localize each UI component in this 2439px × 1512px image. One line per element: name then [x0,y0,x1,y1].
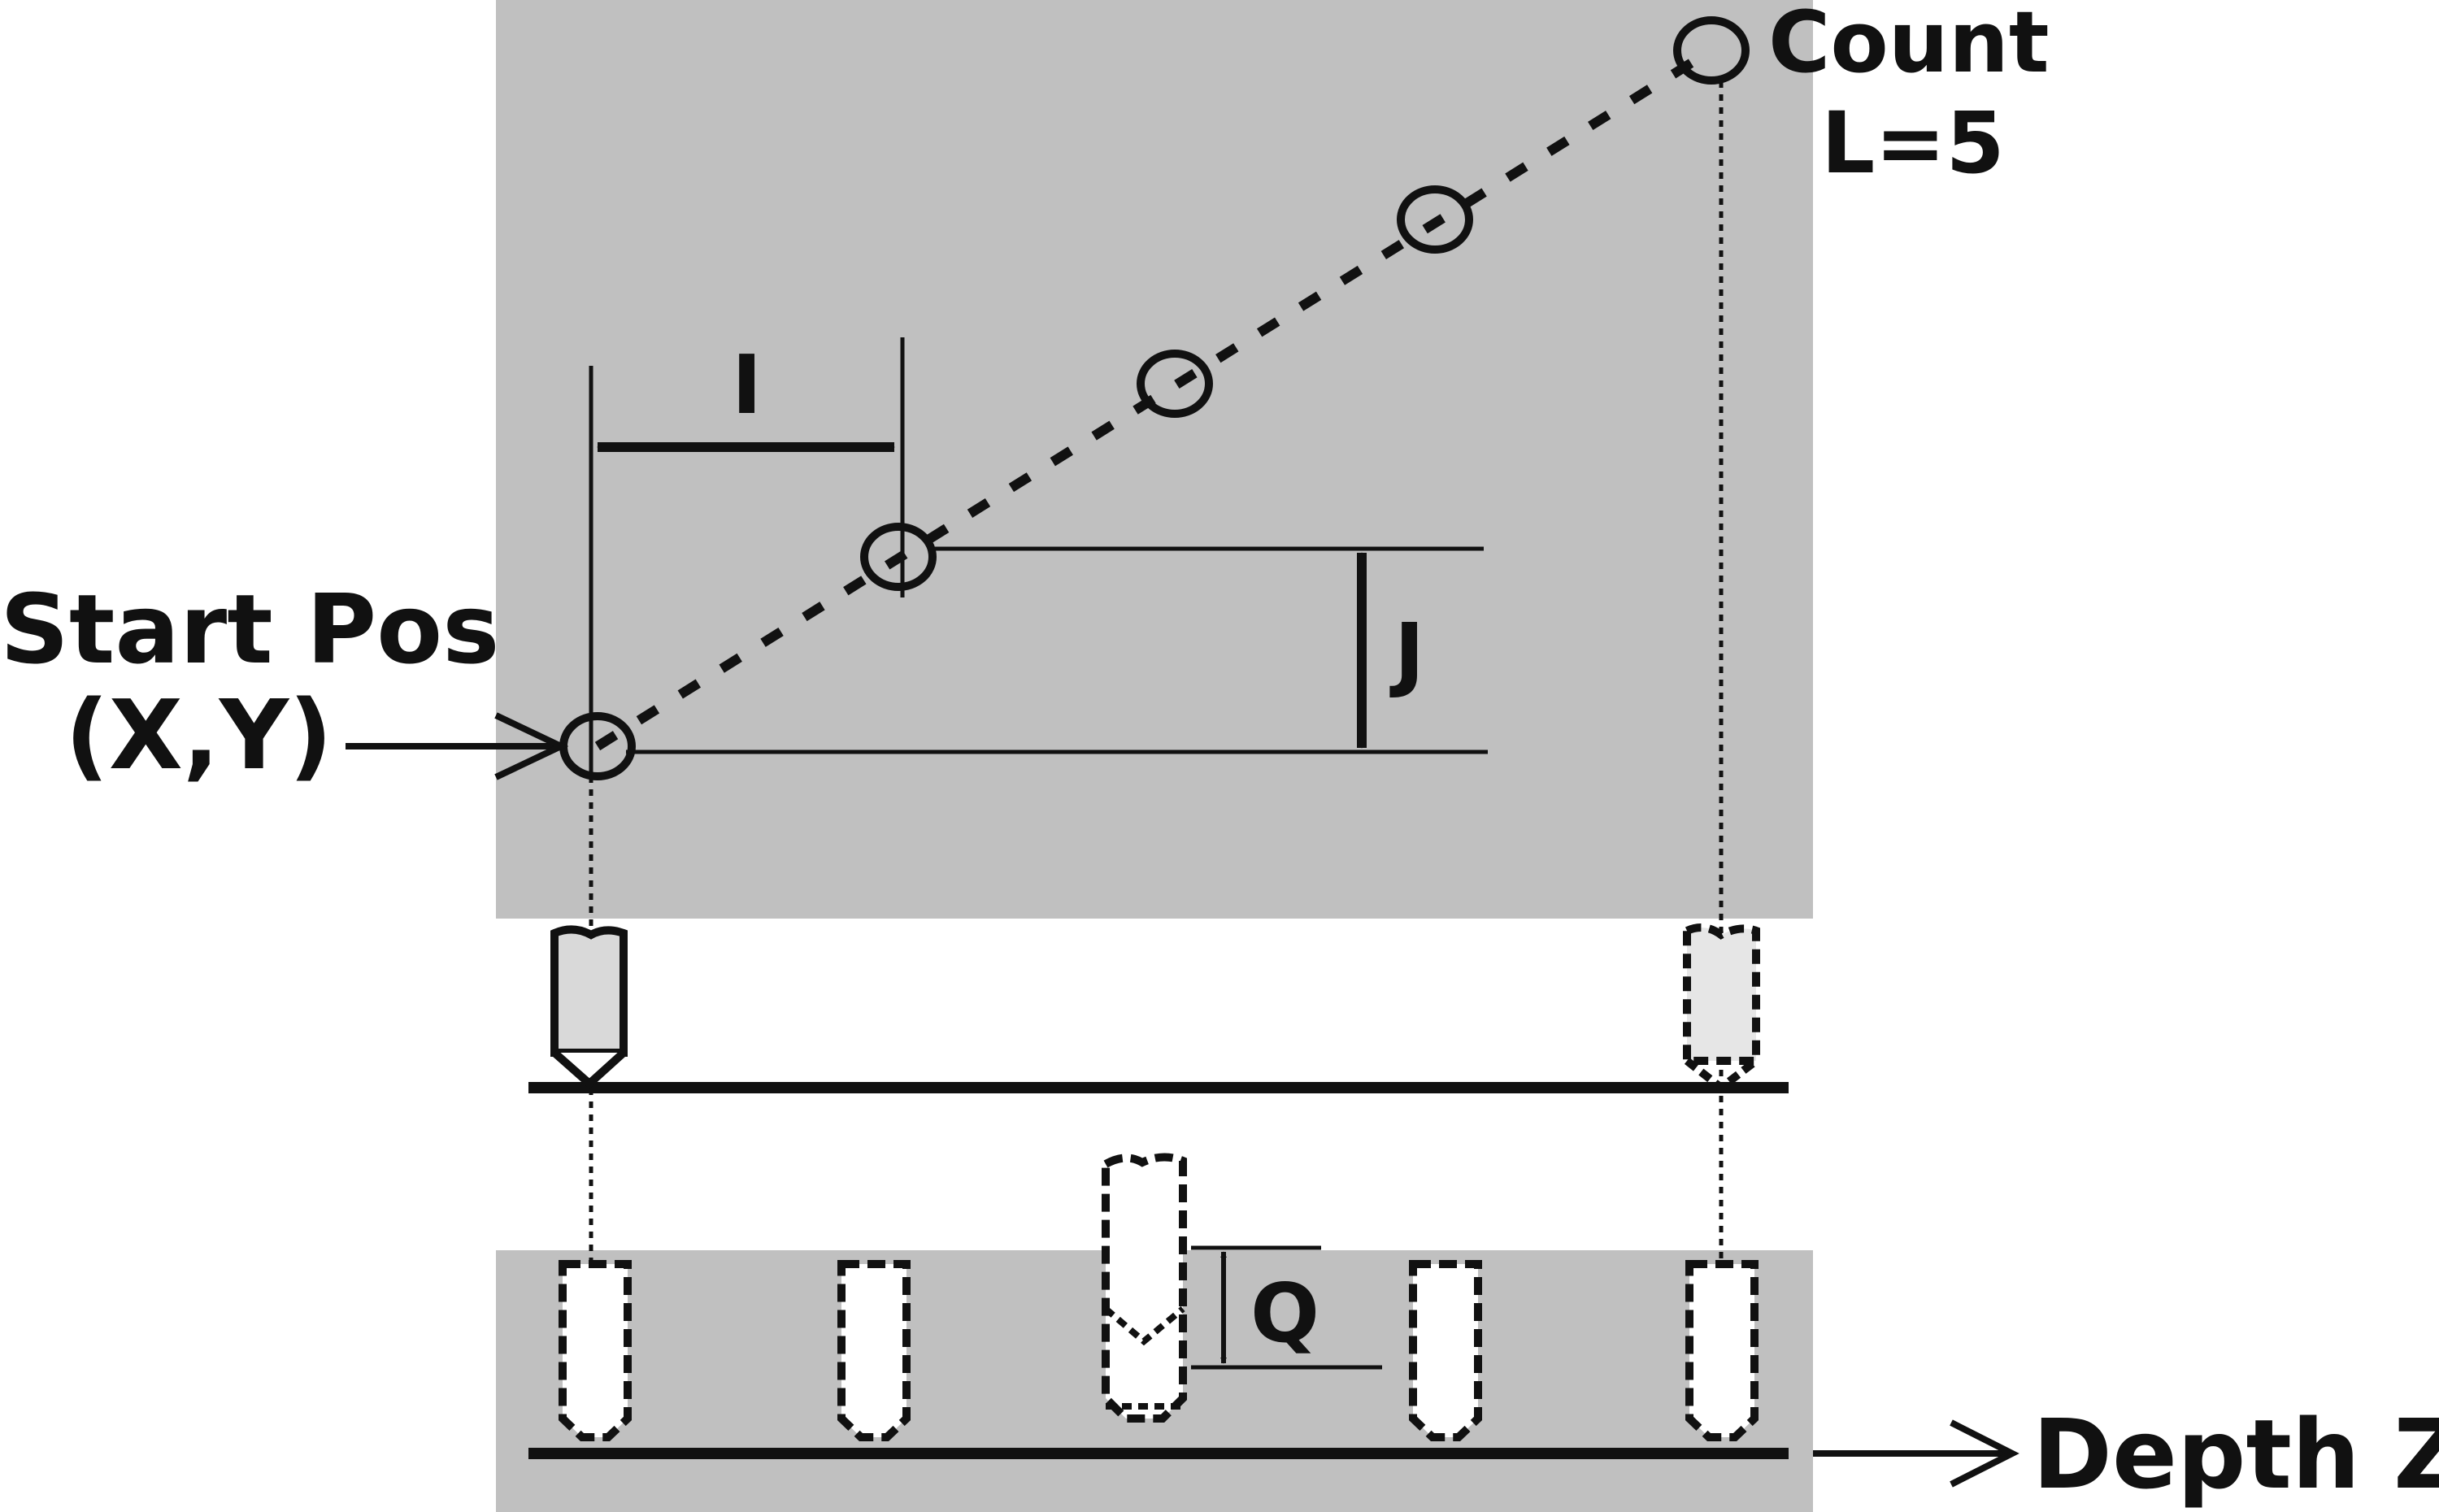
drilled-hole-icon [837,1260,911,1441]
start-pos-xy-label: (X,Y) [65,679,333,791]
section-holes [559,1260,1759,1441]
drilled-hole-icon [1409,1260,1482,1441]
depth-arrowhead [1950,1419,2019,1488]
top-workpiece-plate [496,0,1813,919]
count-value-label: L=5 [1821,93,2005,193]
start-pos-label: Start Pos [0,573,500,685]
drill-bit-icon [550,925,628,1089]
q-label: Q [1250,1266,1319,1361]
count-label: Count [1768,0,2050,92]
i-dimension [589,337,905,780]
drilled-hole-icon [1685,1260,1759,1441]
q-dimension [1191,1245,1382,1370]
peck-drill-icon [1102,1153,1187,1423]
dashed-drill-bit-icon [1683,923,1760,1093]
i-label: I [732,337,762,432]
depth-z-label: Depth Z [2032,1398,2439,1510]
hole-4 [1397,185,1473,254]
j-dimension [626,546,1488,754]
drilled-hole-icon [559,1260,632,1441]
hole-2 [860,523,937,591]
j-label: J [1389,606,1424,701]
start-pos-arrowhead [494,712,569,780]
hole-5 [1673,16,1750,85]
hole-3 [1137,350,1213,418]
